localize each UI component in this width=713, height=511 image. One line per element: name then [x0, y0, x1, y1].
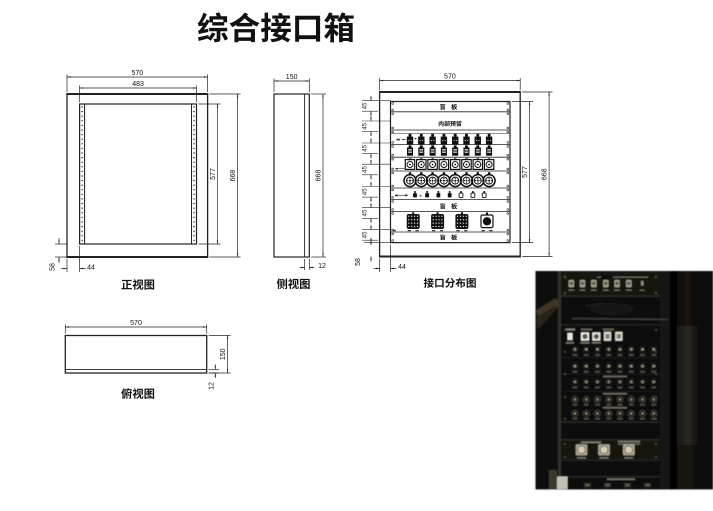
- svg-text:150: 150: [286, 74, 298, 81]
- svg-text:668: 668: [542, 168, 549, 180]
- svg-text:58: 58: [355, 258, 362, 266]
- svg-text:570: 570: [131, 70, 143, 77]
- svg-text:45: 45: [362, 166, 369, 173]
- svg-text:58: 58: [50, 263, 57, 271]
- svg-text:45: 45: [362, 144, 369, 151]
- svg-text:483: 483: [132, 81, 144, 88]
- svg-text:12: 12: [318, 263, 326, 270]
- svg-text:44: 44: [398, 264, 406, 271]
- svg-text:45: 45: [362, 188, 369, 195]
- svg-text:45: 45: [362, 209, 369, 216]
- svg-text:12: 12: [209, 382, 216, 390]
- svg-text:44: 44: [87, 265, 95, 272]
- svg-text:150: 150: [220, 348, 227, 360]
- svg-text:45: 45: [362, 102, 369, 109]
- svg-text:45: 45: [362, 231, 369, 238]
- svg-text:570: 570: [444, 73, 456, 80]
- svg-text:570: 570: [130, 320, 142, 327]
- svg-text:668: 668: [230, 170, 237, 182]
- svg-text:577: 577: [210, 168, 217, 180]
- svg-text:577: 577: [522, 166, 529, 178]
- svg-text:668: 668: [316, 170, 323, 182]
- svg-text:45: 45: [362, 122, 369, 129]
